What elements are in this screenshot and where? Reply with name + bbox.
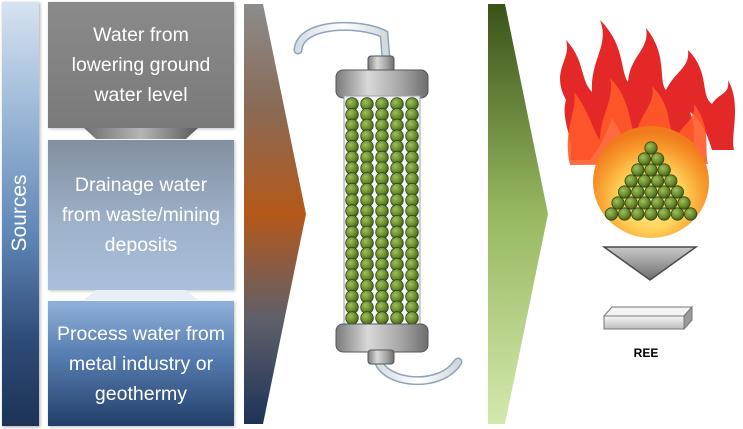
bead [644, 163, 658, 177]
bead [390, 311, 404, 325]
bead [631, 163, 645, 177]
bead-pile [604, 141, 698, 221]
bead [637, 196, 652, 210]
bead [650, 152, 665, 166]
bead [617, 185, 632, 199]
bead [644, 141, 658, 155]
ree-label: REE [634, 346, 659, 360]
source-box-groundwater: Water from lowering ground water level [48, 2, 234, 128]
bead [611, 196, 625, 210]
bead [657, 207, 671, 221]
fire-icon [560, 20, 736, 238]
bead [670, 185, 685, 199]
arrow-1 [244, 4, 306, 424]
bead [657, 163, 671, 177]
bead [604, 207, 619, 221]
bead [624, 196, 638, 210]
bead [650, 174, 665, 188]
bead [637, 152, 652, 166]
connector-1 [84, 128, 198, 139]
funnel-icon [601, 246, 699, 281]
bead [677, 196, 691, 210]
source-box-drainage: Drainage water from waste/mining deposit… [48, 140, 234, 290]
connector-2 [84, 290, 198, 300]
ree-bar-icon [602, 305, 694, 331]
bead [405, 311, 419, 325]
bead [644, 207, 658, 221]
bead [617, 207, 632, 221]
source-text-drainage: Drainage water from waste/mining deposit… [61, 174, 221, 256]
bead [375, 311, 389, 325]
bead [650, 196, 665, 210]
bead [670, 207, 685, 221]
bead [360, 311, 374, 325]
bead [683, 207, 698, 221]
source-text-groundwater: Water from lowering ground water level [71, 24, 211, 106]
bead [644, 185, 658, 199]
bead [345, 311, 359, 325]
column-icon [293, 21, 463, 386]
bead [631, 207, 645, 221]
source-box-process-water: Process water from metal industry or geo… [48, 301, 234, 426]
bead [664, 196, 678, 210]
source-text-process-water: Process water from metal industry or geo… [57, 322, 225, 405]
sources-bar [2, 2, 39, 426]
bead-column [345, 97, 419, 325]
bead [631, 185, 645, 199]
bead [664, 174, 678, 188]
arrow-2 [488, 4, 548, 424]
bead [624, 174, 638, 188]
bead [657, 185, 671, 199]
bead [637, 174, 652, 188]
